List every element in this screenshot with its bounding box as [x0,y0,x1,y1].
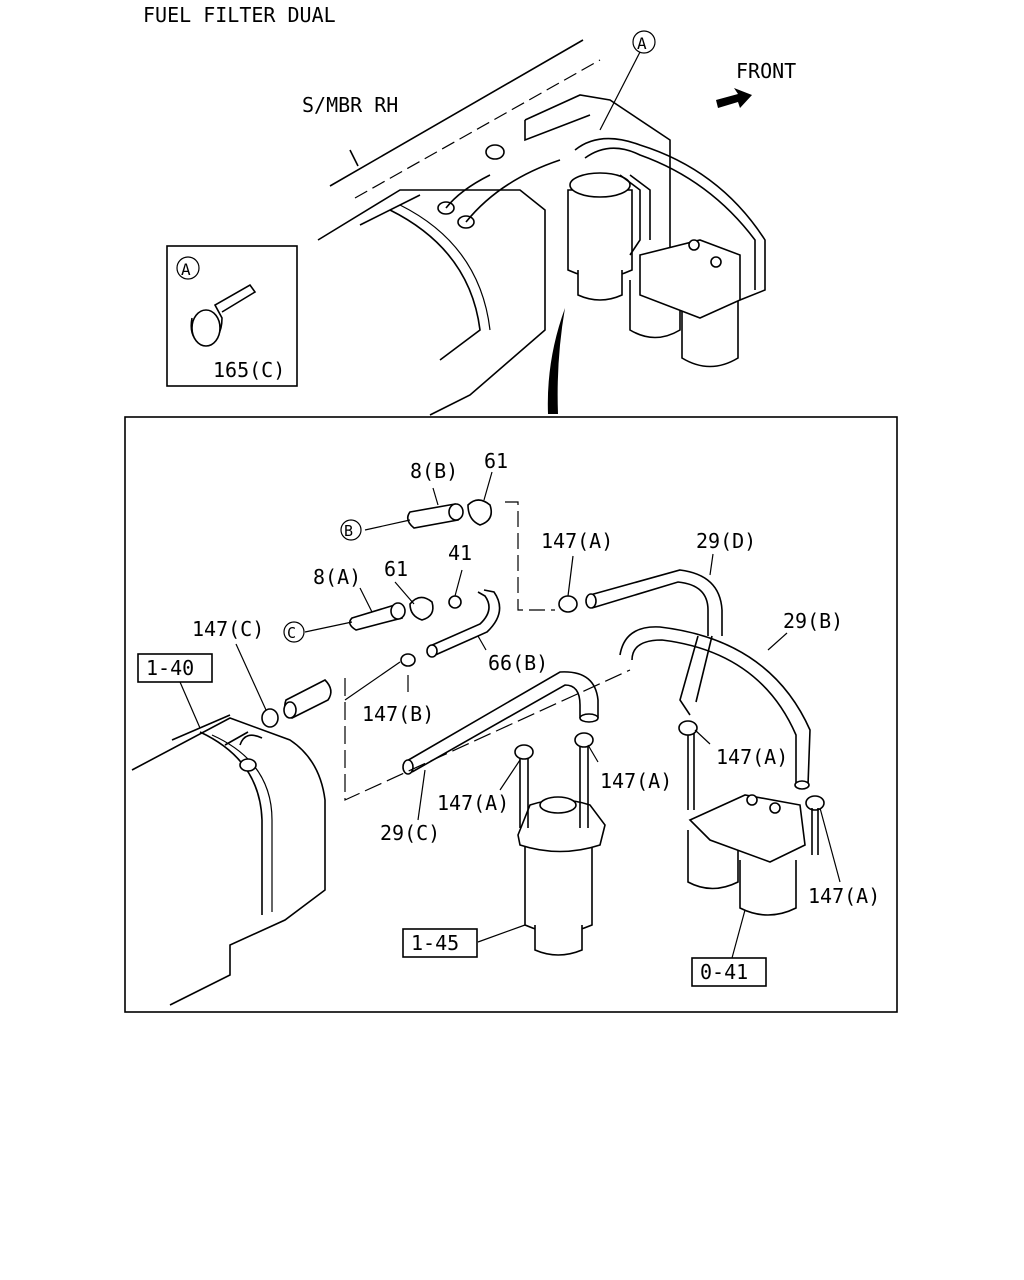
detail-a-marker: A [181,260,191,279]
label-41: 41 [448,541,472,565]
part-165c: 165(C) [213,358,285,382]
part-labels: 8(B) 61 8(A) 61 41 147(C) 66(B) 147(B) 1… [192,449,880,908]
label-147c: 147(C) [192,617,264,641]
frame-label: S/MBR RH [302,93,398,117]
exploded-view-frame [124,416,898,1013]
label-61-mid: 61 [384,557,408,581]
front-label: FRONT [736,59,796,83]
detail-a-box: A 165(C) [166,245,298,387]
reference-boxes: 1-40 1-45 0-41 [137,653,767,987]
ref-1-40: 1-40 [146,656,194,680]
ref-b-marker: B [344,522,353,540]
label-147a-mid: 147(A) [600,769,672,793]
ref-box-0-41[interactable] [691,957,767,987]
label-8b: 8(B) [410,459,458,483]
label-147a-right: 147(A) [716,745,788,769]
ref-box-1-40[interactable] [137,653,213,683]
label-147a-left: 147(A) [437,791,509,815]
ref-1-45: 1-45 [411,931,459,955]
label-147a-top: 147(A) [541,529,613,553]
label-66b: 66(B) [488,651,548,675]
ref-0-41: 0-41 [700,960,748,984]
callout-a: A [637,34,647,53]
overview-illustration: S/MBR RH FRONT A [302,30,796,416]
ref-c-marker: C [287,624,296,642]
label-147b: 147(B) [362,702,434,726]
exploded-view [131,471,841,1006]
diagram-title: FUEL FILTER DUAL [143,3,336,27]
label-29b: 29(B) [783,609,843,633]
front-arrow-icon [716,88,752,108]
ref-box-1-45[interactable] [402,928,478,958]
label-61-top: 61 [484,449,508,473]
label-147a-bottom: 147(A) [808,884,880,908]
label-29c: 29(C) [380,821,440,845]
label-8a: 8(A) [313,565,361,589]
label-29d: 29(D) [696,529,756,553]
